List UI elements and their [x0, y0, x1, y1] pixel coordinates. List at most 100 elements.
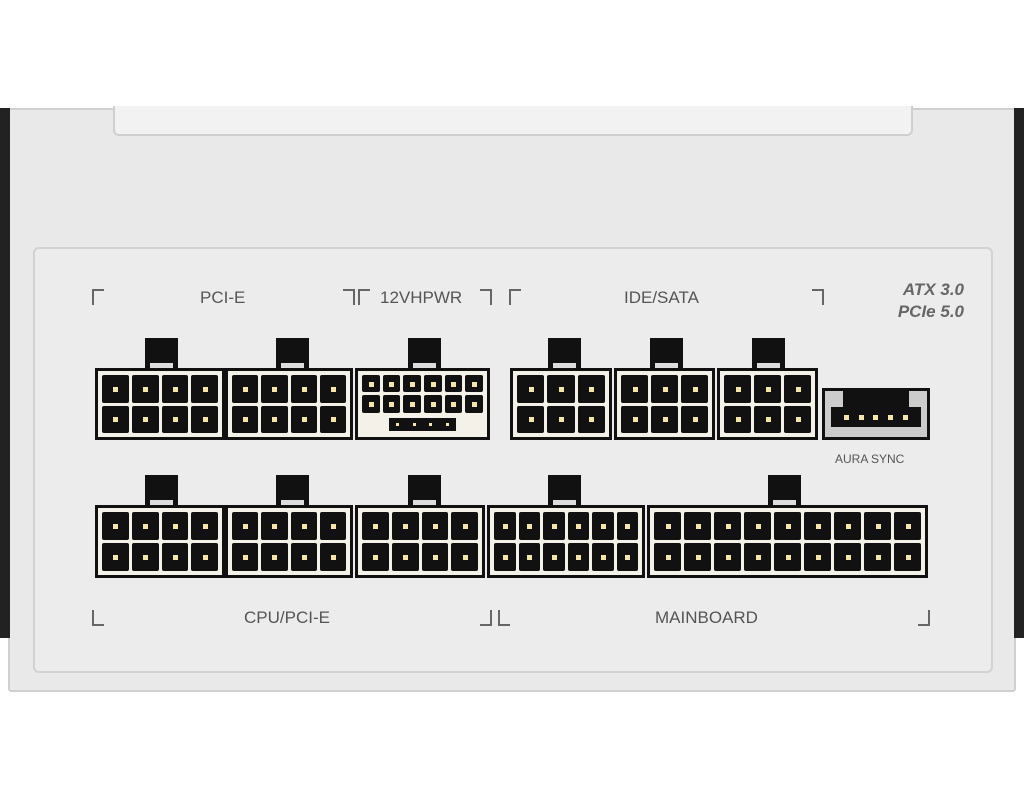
pin	[744, 543, 771, 571]
pin	[261, 405, 288, 433]
corner-bracket	[92, 610, 104, 626]
pin	[651, 405, 678, 433]
sata-6pin-connector[interactable]	[614, 368, 715, 440]
pin	[421, 512, 449, 540]
label-aura-sync: AURA SYNC	[835, 452, 905, 466]
pin	[131, 405, 159, 433]
corner-bracket	[812, 289, 824, 305]
corner-bracket	[480, 610, 492, 626]
pin	[621, 405, 648, 433]
pin	[261, 375, 288, 403]
pin	[517, 405, 545, 433]
mainboard-12pin-connector[interactable]	[487, 505, 645, 578]
pin	[382, 375, 401, 393]
pin	[362, 395, 380, 413]
sata-6pin-connector[interactable]	[510, 368, 612, 440]
pin	[681, 405, 708, 433]
pin	[547, 375, 575, 403]
pin	[858, 414, 864, 420]
corner-bracket	[92, 289, 104, 305]
pin	[290, 405, 317, 433]
top-tab	[113, 106, 913, 136]
pin	[714, 543, 741, 571]
pin	[547, 405, 575, 433]
pin	[232, 405, 259, 433]
label-mainboard: MAINBOARD	[655, 608, 758, 627]
pin	[403, 375, 421, 393]
label-12vhpwr: 12VHPWR	[380, 288, 463, 307]
pin	[543, 543, 565, 571]
pin	[543, 512, 565, 540]
pin	[592, 512, 614, 540]
connector-latch	[276, 475, 309, 508]
connector-latch	[408, 338, 441, 371]
12vhpwr-connector[interactable]	[355, 368, 490, 440]
connector-latch	[276, 338, 309, 371]
pin	[784, 405, 811, 433]
pin	[191, 405, 218, 433]
connector-latch	[145, 338, 178, 371]
spec-atx: ATX 3.0	[902, 280, 964, 299]
corner-bracket	[358, 289, 370, 305]
pin	[191, 375, 218, 403]
sense-pins	[388, 417, 457, 431]
pin	[774, 543, 801, 571]
pin	[804, 512, 831, 540]
pcie-8pin-connector[interactable]	[225, 368, 353, 440]
connector-latch	[768, 475, 801, 508]
connector-latch	[650, 338, 683, 371]
pin	[102, 543, 129, 571]
pin	[451, 512, 478, 540]
pin	[191, 543, 218, 571]
corner-bracket	[343, 289, 355, 305]
pin	[834, 543, 861, 571]
pin	[518, 543, 540, 571]
pin	[102, 405, 129, 433]
sata-6pin-connector[interactable]	[717, 368, 818, 440]
pin	[319, 405, 346, 433]
pin	[684, 512, 711, 540]
pin	[774, 512, 801, 540]
corner-bracket	[918, 610, 930, 626]
label-cpu-pcie: CPU/PCI-E	[244, 608, 330, 627]
pin	[494, 543, 516, 571]
pin	[754, 375, 781, 403]
pin	[681, 375, 708, 403]
pin	[724, 375, 751, 403]
pin	[654, 512, 681, 540]
pin	[102, 512, 129, 540]
pin	[391, 543, 419, 571]
pin	[567, 512, 589, 540]
modular-panel	[33, 247, 993, 673]
pin	[131, 543, 159, 571]
cpu-pcie-8pin-connector[interactable]	[225, 505, 353, 578]
cpu-pcie-8pin-connector[interactable]	[355, 505, 485, 578]
connector-latch	[548, 475, 581, 508]
spec-pcie: PCIe 5.0	[897, 302, 964, 321]
pin	[131, 512, 159, 540]
pin	[754, 405, 781, 433]
pin	[423, 375, 442, 393]
spec-badge: ATX 3.0 PCIe 5.0	[880, 279, 964, 323]
connector-latch	[145, 475, 178, 508]
pin	[621, 375, 648, 403]
pin	[191, 512, 218, 540]
pin	[161, 512, 189, 540]
pin	[391, 512, 419, 540]
pin	[161, 405, 189, 433]
pin	[161, 375, 189, 403]
pin	[494, 512, 516, 540]
pin	[102, 375, 129, 403]
pin	[362, 543, 389, 571]
pin	[232, 512, 259, 540]
pin	[465, 395, 483, 413]
mainboard-18pin-connector[interactable]	[647, 505, 928, 578]
aura-sync-connector	[822, 388, 930, 440]
pcie-8pin-connector[interactable]	[95, 368, 225, 440]
cpu-pcie-8pin-connector[interactable]	[95, 505, 225, 578]
pin	[362, 375, 380, 393]
pin	[864, 543, 891, 571]
pin	[518, 512, 540, 540]
pin	[834, 512, 861, 540]
pin	[444, 395, 463, 413]
